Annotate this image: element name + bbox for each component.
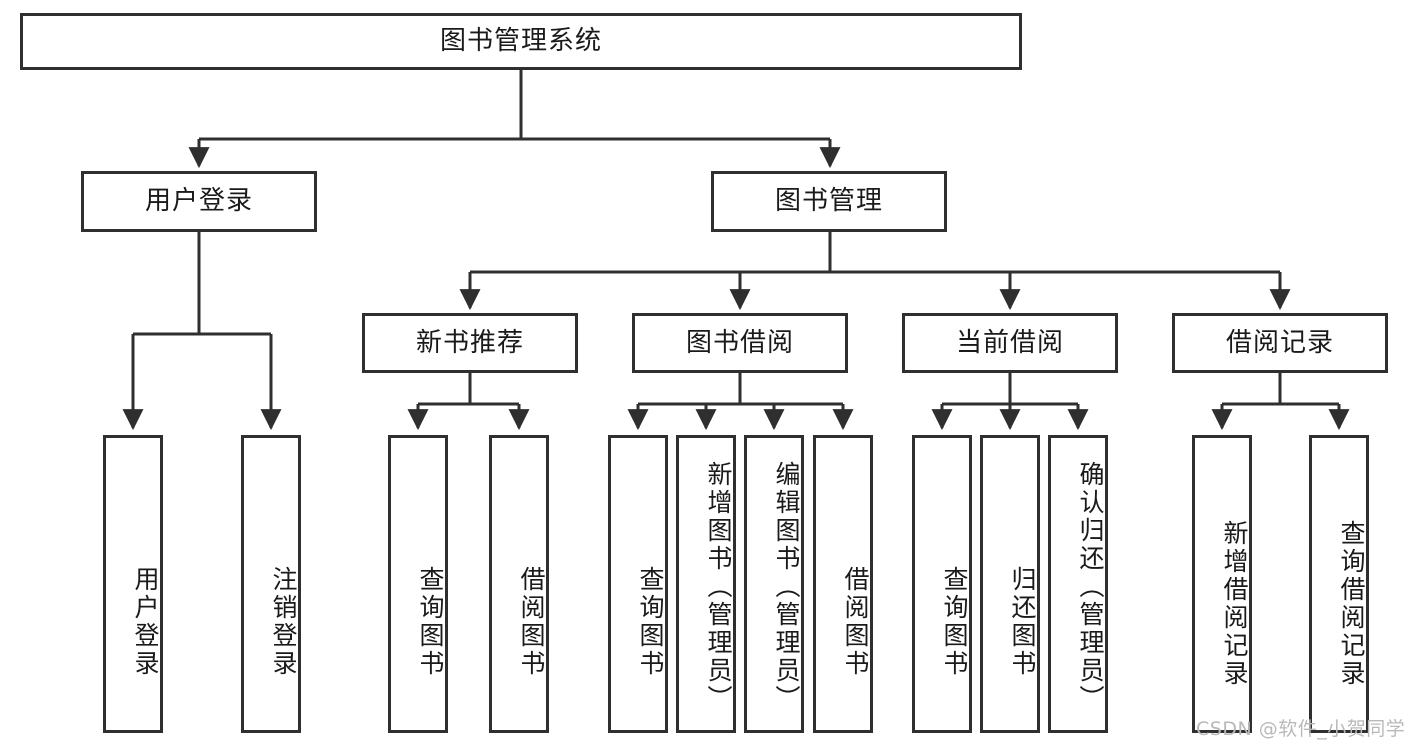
node-leaf-add-book[interactable]: 新增图书（管理员） (676, 435, 736, 733)
node-current-borrow-label: 当前借阅 (955, 327, 1064, 358)
node-book-manage-label: 图书管理 (774, 186, 883, 217)
node-leaf-query-book-2-label: 查询图书 (636, 566, 665, 678)
node-leaf-logout[interactable]: 注销登录 (241, 435, 301, 733)
node-root-label: 图书管理系统 (439, 26, 602, 57)
node-leaf-user-login[interactable]: 用户登录 (103, 435, 163, 733)
node-leaf-query-record-label: 查询借阅记录 (1337, 520, 1366, 688)
node-root[interactable]: 图书管理系统 (20, 13, 1022, 70)
node-leaf-query-book-1-label: 查询图书 (416, 566, 445, 678)
node-leaf-query-book-2[interactable]: 查询图书 (608, 435, 668, 733)
node-leaf-borrow-book-1-label: 借阅图书 (517, 566, 546, 678)
node-leaf-query-book-1[interactable]: 查询图书 (388, 435, 448, 733)
node-leaf-add-record-label: 新增借阅记录 (1220, 520, 1249, 688)
node-user-login-label: 用户登录 (144, 186, 253, 217)
node-leaf-edit-book[interactable]: 编辑图书（管理员） (744, 435, 804, 733)
node-borrow-record-label: 借阅记录 (1225, 327, 1334, 358)
node-current-borrow[interactable]: 当前借阅 (902, 313, 1118, 373)
node-book-borrow-label: 图书借阅 (685, 327, 794, 358)
node-leaf-confirm-return[interactable]: 确认归还（管理员） (1048, 435, 1108, 733)
node-user-login[interactable]: 用户登录 (81, 171, 317, 232)
node-leaf-borrow-book-2-label: 借阅图书 (841, 566, 870, 678)
node-leaf-edit-book-label: 编辑图书（管理员） (772, 461, 801, 713)
node-new-book-recommend-label: 新书推荐 (415, 327, 524, 358)
node-leaf-confirm-return-label: 确认归还（管理员） (1076, 461, 1105, 713)
node-new-book-recommend[interactable]: 新书推荐 (362, 313, 578, 373)
node-leaf-add-book-label: 新增图书（管理员） (704, 461, 733, 713)
node-leaf-add-record[interactable]: 新增借阅记录 (1192, 435, 1252, 733)
node-leaf-query-record[interactable]: 查询借阅记录 (1309, 435, 1369, 733)
node-leaf-user-login-label: 用户登录 (131, 566, 160, 678)
node-leaf-borrow-book-1[interactable]: 借阅图书 (489, 435, 549, 733)
node-book-manage[interactable]: 图书管理 (711, 171, 947, 232)
node-book-borrow[interactable]: 图书借阅 (632, 313, 848, 373)
csdn-watermark: CSDN @软件_小贺同学 (1196, 718, 1405, 740)
node-leaf-borrow-book-2[interactable]: 借阅图书 (813, 435, 873, 733)
node-borrow-record[interactable]: 借阅记录 (1172, 313, 1388, 373)
node-leaf-return-book-label: 归还图书 (1008, 566, 1037, 678)
node-leaf-logout-label: 注销登录 (269, 566, 298, 678)
node-leaf-query-book-3-label: 查询图书 (940, 566, 969, 678)
node-leaf-query-book-3[interactable]: 查询图书 (912, 435, 972, 733)
node-leaf-return-book[interactable]: 归还图书 (980, 435, 1040, 733)
